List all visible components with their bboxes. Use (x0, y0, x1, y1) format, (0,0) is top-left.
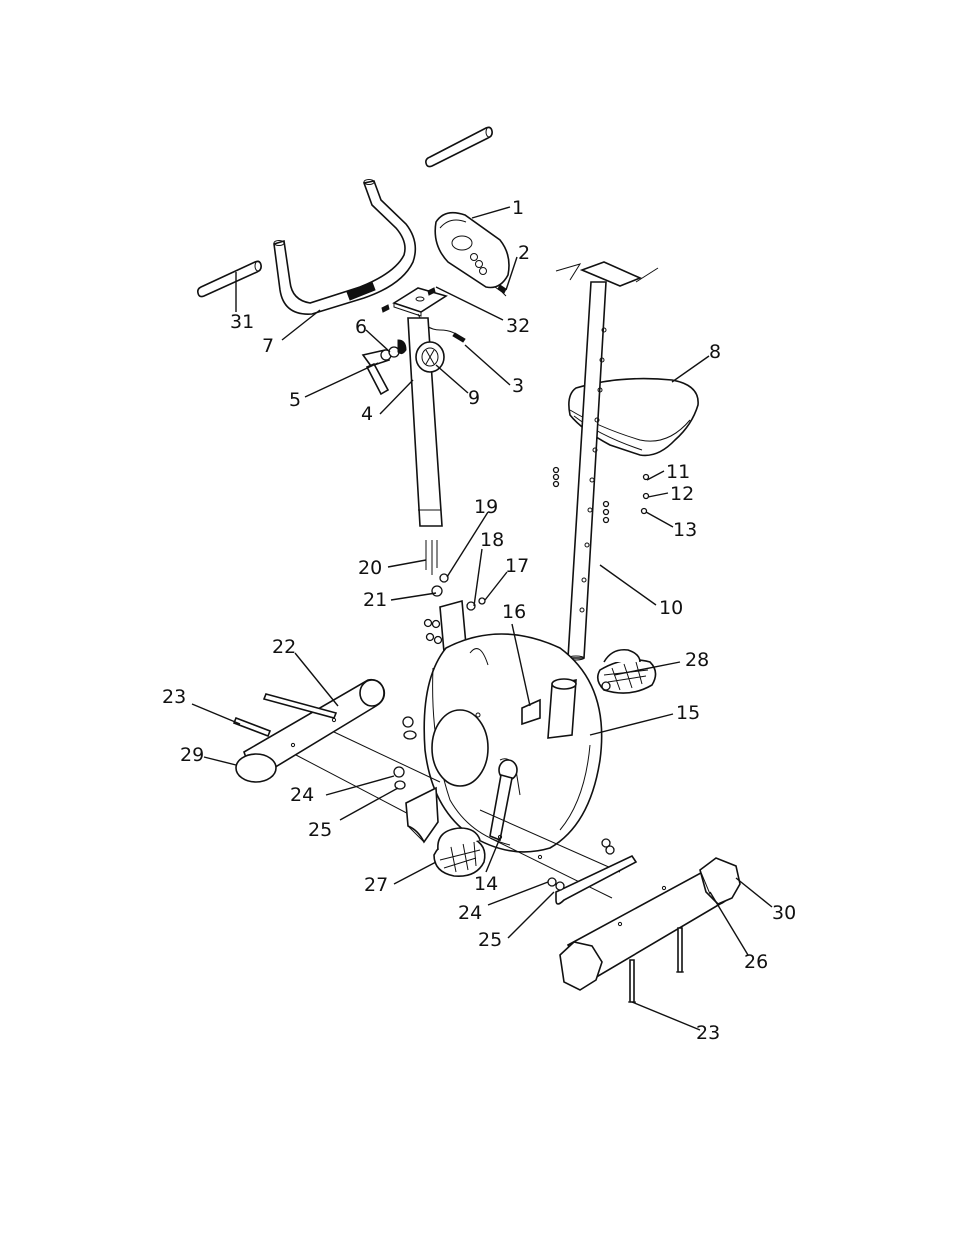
label-4: 4 (361, 403, 373, 425)
label-30: 30 (772, 902, 796, 924)
label-19: 19 (474, 496, 498, 518)
label-21: 21 (363, 589, 387, 611)
part-rear-stabilizer (559, 857, 741, 991)
label-16: 16 (502, 601, 526, 623)
part-post-hardware (423, 573, 486, 645)
label-20: 20 (358, 557, 382, 579)
part-handlebar (273, 179, 417, 315)
leader-lines (191, 206, 773, 1031)
part-handle-grip-left (197, 260, 262, 298)
label-17: 17 (505, 555, 529, 577)
label-14: 14 (474, 873, 498, 895)
part-tension-knob (415, 341, 445, 373)
label-15: 15 (676, 702, 700, 724)
part-pedal-left (433, 827, 486, 878)
label-28: 28 (685, 649, 709, 671)
label-25-front: 25 (308, 819, 332, 841)
label-13: 13 (673, 519, 697, 541)
label-22: 22 (272, 636, 296, 658)
label-5: 5 (289, 389, 301, 411)
label-26: 26 (744, 951, 768, 973)
label-3: 3 (512, 375, 524, 397)
part-front-stabilizer (232, 678, 441, 821)
part-pedal-right (596, 648, 657, 694)
part-front-bracket (405, 786, 439, 844)
callout-labels: 1 2 31 32 6 7 8 3 5 9 4 11 12 19 13 18 2… (162, 197, 796, 1044)
label-9: 9 (468, 387, 480, 409)
part-washers-left (393, 716, 417, 790)
label-24-front: 24 (290, 784, 314, 806)
label-12: 12 (670, 483, 694, 505)
part-console (434, 211, 510, 289)
label-24-rear: 24 (458, 902, 482, 924)
label-32: 32 (506, 315, 530, 337)
label-25-rear: 25 (478, 929, 502, 951)
label-23-front: 23 (162, 686, 186, 708)
label-27: 27 (364, 874, 388, 896)
label-8: 8 (709, 341, 721, 363)
part-saddle (568, 377, 699, 457)
part-handlebar-post (407, 317, 443, 575)
label-6: 6 (355, 316, 367, 338)
part-sensor-wire (494, 284, 507, 297)
label-23-rear: 23 (696, 1022, 720, 1044)
part-adjust-knob (361, 339, 407, 396)
part-main-frame (423, 599, 603, 853)
part-rear-bolts (628, 927, 684, 1003)
label-31: 31 (230, 311, 254, 333)
label-10: 10 (659, 597, 683, 619)
label-1: 1 (512, 197, 524, 219)
part-seat-post (552, 261, 659, 661)
label-29: 29 (180, 744, 204, 766)
part-handlebar-plate (381, 287, 448, 317)
label-18: 18 (480, 529, 504, 551)
part-handle-grip-upper (425, 126, 493, 168)
label-2: 2 (518, 242, 530, 264)
label-7: 7 (262, 335, 274, 357)
label-11: 11 (666, 461, 690, 483)
